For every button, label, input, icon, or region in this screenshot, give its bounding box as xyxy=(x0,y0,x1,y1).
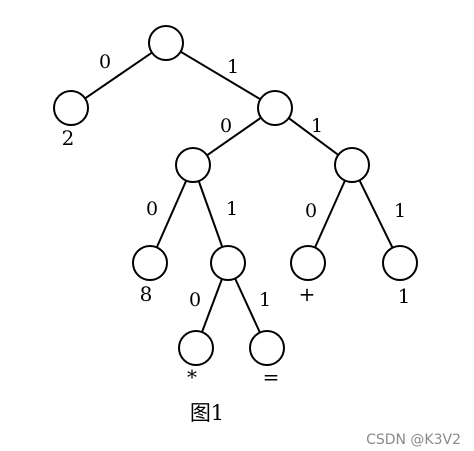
tree-edge-n11-n110 xyxy=(314,180,346,248)
tree-node-n1010 xyxy=(178,330,214,366)
edge-label-n1-n11: 1 xyxy=(311,115,323,137)
leaf-label-n0: 2 xyxy=(62,126,75,150)
tree-node-n0 xyxy=(53,90,89,126)
edge-label-n1-n10: 0 xyxy=(220,115,232,137)
tree-node-root xyxy=(148,25,184,61)
tree-node-n101 xyxy=(210,245,246,281)
tree-edge-n1-n11 xyxy=(288,117,339,156)
edge-label-n10-n100: 0 xyxy=(146,198,158,220)
edge-label-root-n0: 0 xyxy=(99,51,111,73)
figure-caption: 图1 xyxy=(190,401,224,425)
edge-label-n101-n1010: 0 xyxy=(189,289,201,311)
tree-node-n1 xyxy=(257,90,293,126)
tree-node-n111 xyxy=(382,245,418,281)
nodes-layer xyxy=(53,25,418,366)
tree-node-n10 xyxy=(175,147,211,183)
edge-label-n10-n101: 1 xyxy=(226,198,238,220)
leaf-labels-layer: 2 8 * = +1 xyxy=(62,126,411,389)
tree-edge-n10-n100 xyxy=(155,180,188,248)
tree-edge-n101-n1011 xyxy=(234,278,261,333)
edge-label-n11-n111: 1 xyxy=(394,200,406,222)
tree-node-n100 xyxy=(132,245,168,281)
tree-node-n1011 xyxy=(249,330,285,366)
tree-edge-n11-n111 xyxy=(358,179,394,249)
leaf-label-n100: 8 xyxy=(140,282,153,306)
edge-label-n101-n1011: 1 xyxy=(259,289,271,311)
leaf-label-n110: + xyxy=(299,282,316,306)
leaf-label-n1010: * xyxy=(187,365,197,389)
tree-node-n11 xyxy=(334,147,370,183)
edges-layer xyxy=(84,50,394,333)
tree-edge-root-n0 xyxy=(84,51,153,100)
tree-edge-n10-n101 xyxy=(197,180,224,248)
tree-edge-root-n1 xyxy=(180,50,261,101)
leaf-label-n1011: = xyxy=(263,365,280,389)
watermark: CSDN @K3V2 xyxy=(366,432,461,448)
edge-labels-layer: 0 1 0 1 0 1 0 1 0 1 xyxy=(99,51,406,311)
tree-node-n110 xyxy=(290,245,326,281)
tree-edge-n101-n1010 xyxy=(201,278,223,333)
leaf-label-n111: 1 xyxy=(398,284,411,308)
edge-label-n11-n110: 0 xyxy=(305,200,317,222)
edge-label-root-n1: 1 xyxy=(227,56,239,78)
tree-edge-n1-n10 xyxy=(206,116,262,157)
